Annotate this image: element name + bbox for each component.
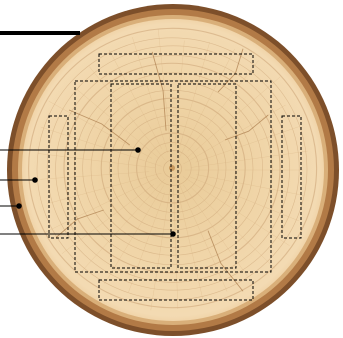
- leader-dot-4: [171, 232, 176, 237]
- title-bar: [0, 31, 80, 35]
- log-body: [7, 4, 339, 336]
- leader-dot-3: [17, 204, 22, 209]
- leader-dot-1: [136, 148, 141, 153]
- leader-dot-2: [33, 178, 38, 183]
- pith: [169, 165, 175, 171]
